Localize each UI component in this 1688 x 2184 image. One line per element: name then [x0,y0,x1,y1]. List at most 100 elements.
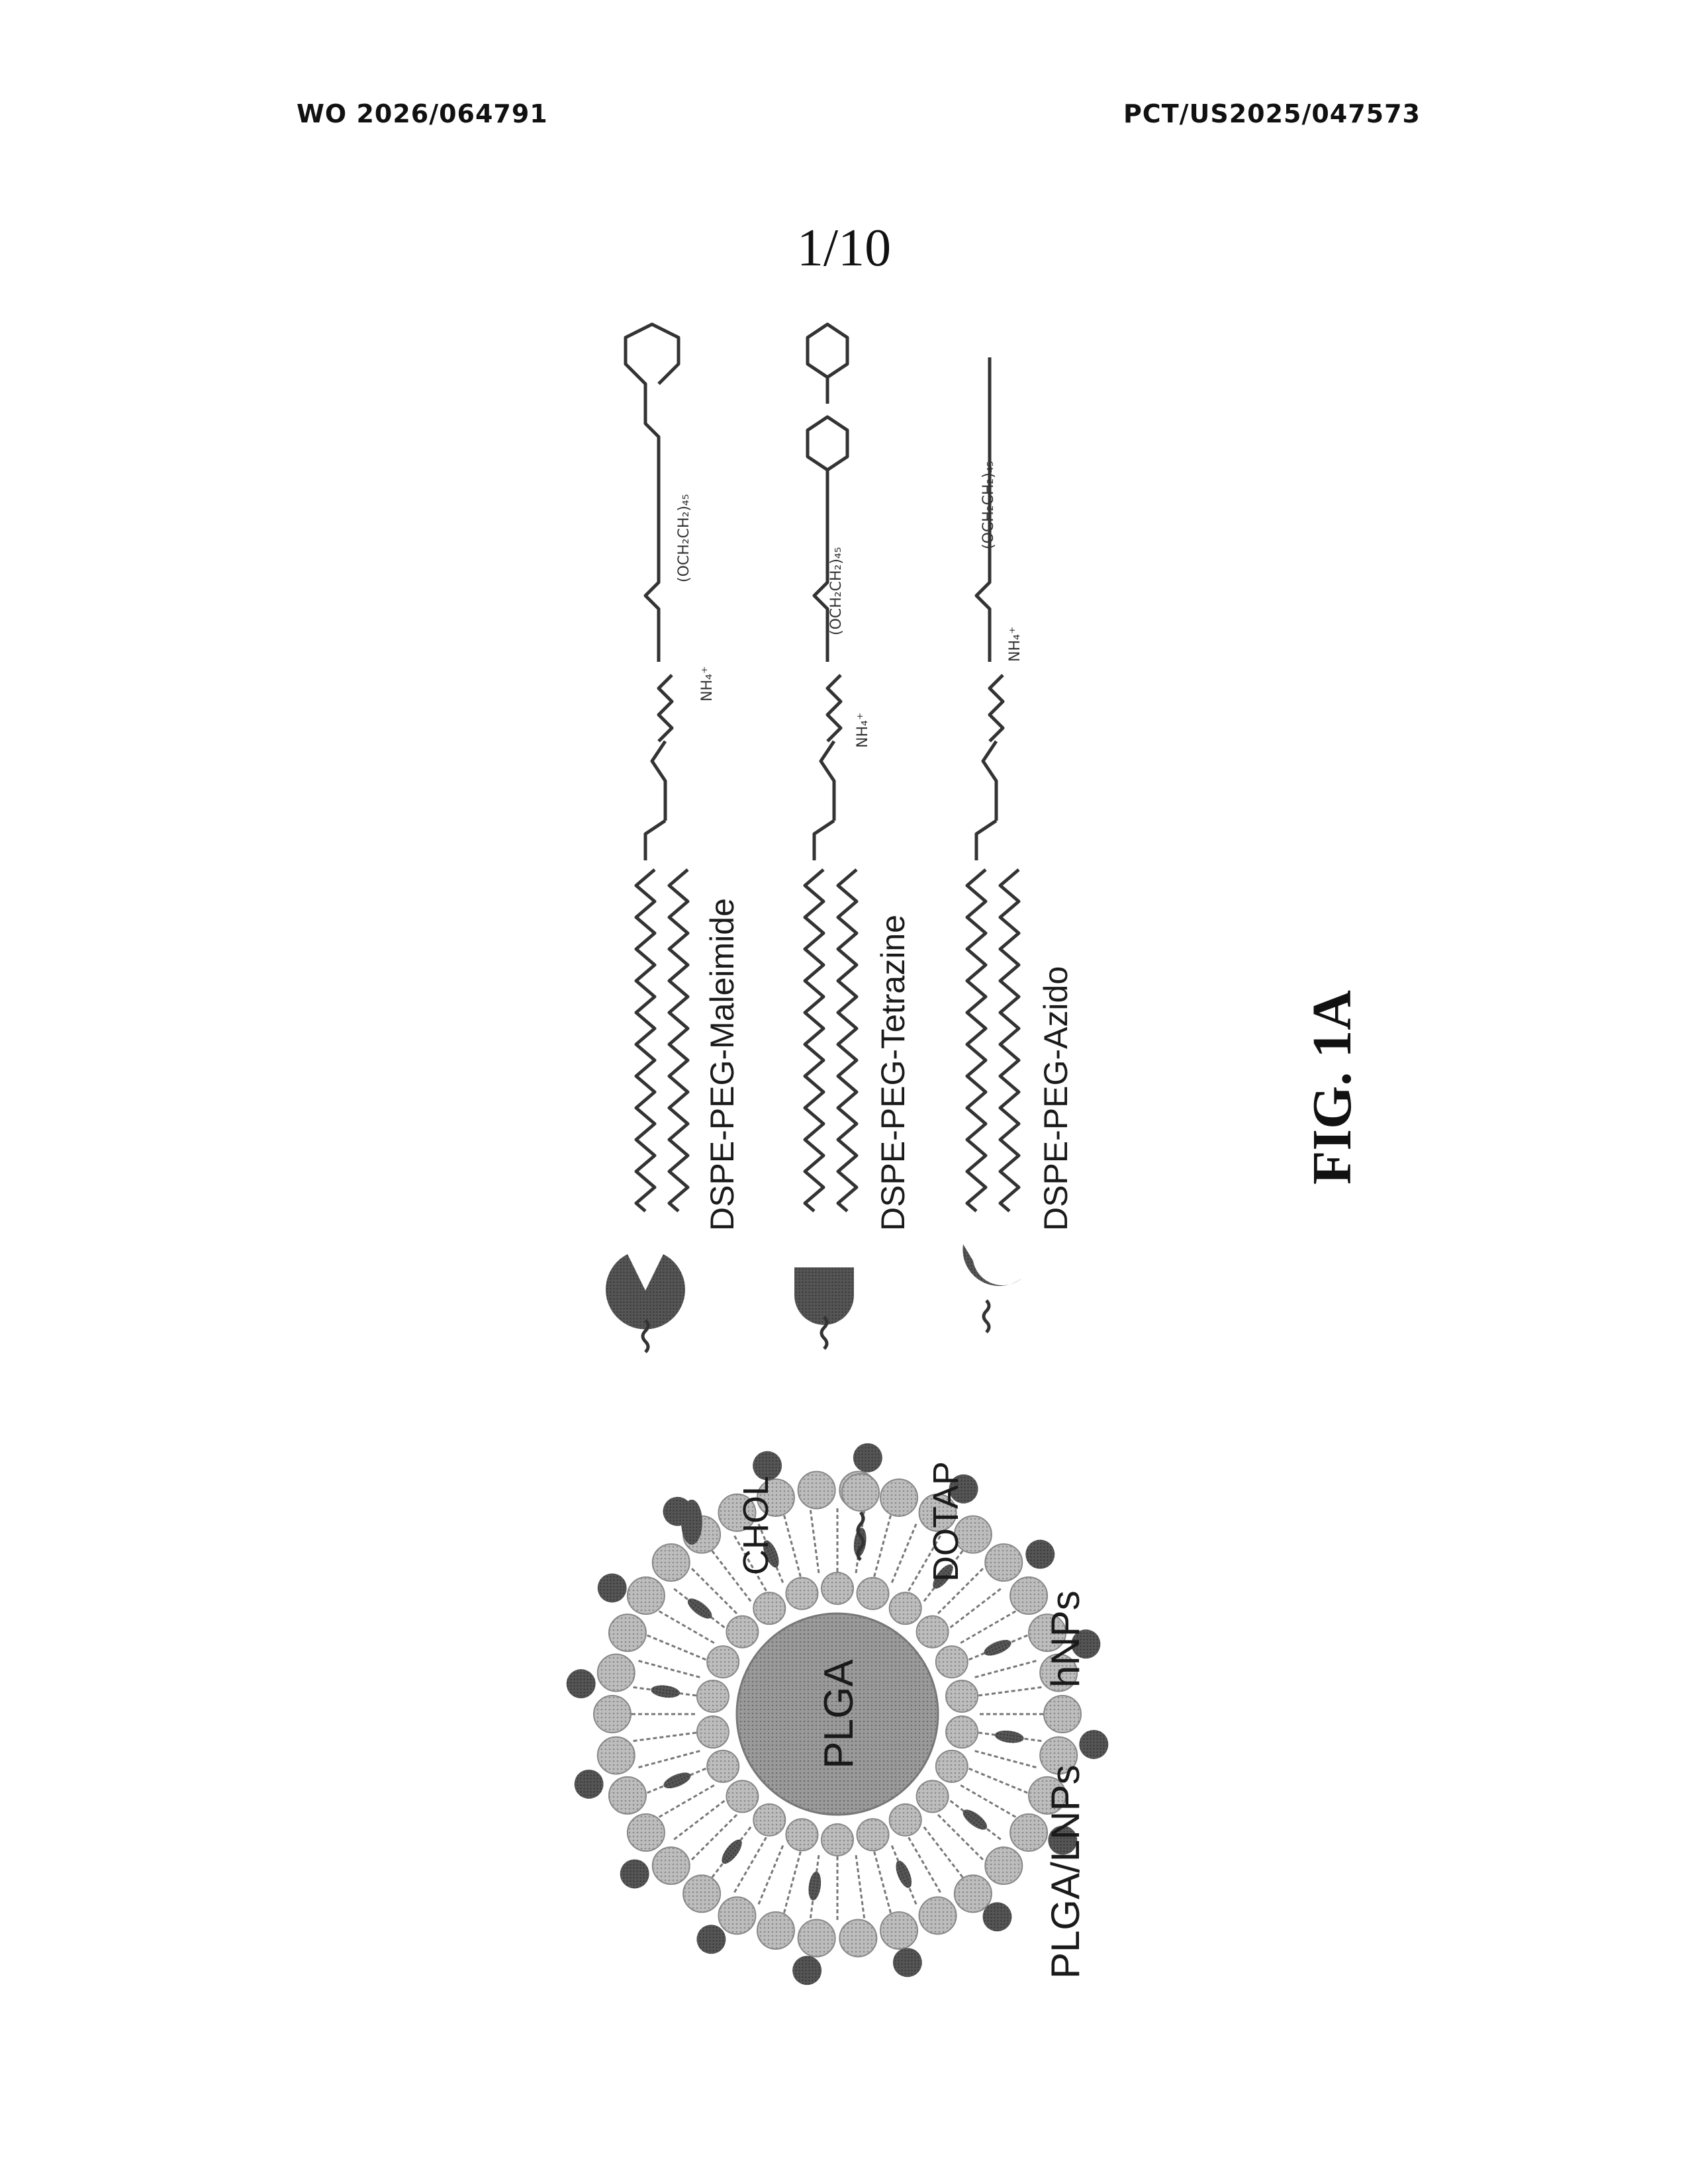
cholesterol [718,1837,745,1867]
lipid-tail [647,1635,706,1660]
ligand-icons [606,1244,1023,1352]
lipid-tail [784,1515,800,1577]
outer-head [653,1544,690,1581]
lipid-tail [975,1751,1037,1768]
nanoparticle-diagram: PLGA PLGA/LNPs hNPs [567,1443,1109,1985]
ammonium-label-azido: NH₄⁺ [1007,627,1023,662]
inner-head [707,1751,739,1782]
inner-head [857,1819,889,1850]
glycerol-backbone [983,741,996,821]
phosphate-linker [990,675,1003,741]
outer-head [919,1897,957,1934]
ester-bond [645,821,665,860]
outer-head [628,1577,665,1614]
inner-head [697,1680,729,1712]
dotap-head-symbol [842,1474,879,1511]
fatty-acid-chain [967,870,986,1211]
peg-label-azido: (OCH₂CH₂)₄₅ [980,461,997,549]
inner-head [786,1578,818,1610]
inner-head [946,1716,978,1748]
tetrazine-icon [794,1267,854,1325]
peg-label-tetrazine: (OCH₂CH₂)₄₅ [828,547,845,635]
cholesterol [684,1595,715,1622]
phosphate-linker [659,675,672,741]
glycerol-backbone [821,741,834,821]
cholesterol [893,1858,915,1890]
maleimide-icon [606,1254,685,1330]
lipid-tail [978,1687,1042,1696]
ester-bond [976,821,996,860]
cholesterol [807,1871,823,1901]
inner-head [917,1780,949,1812]
outer-head [880,1479,917,1516]
outer-head [757,1912,794,1949]
inner-head [936,1646,968,1678]
lipid-tail [969,1768,1029,1793]
outer-head [598,1655,635,1692]
inner-head [726,1780,758,1812]
fatty-acid-chain [1000,870,1019,1211]
inner-head [753,1804,785,1836]
inner-head [726,1616,758,1648]
inner-head [917,1616,949,1648]
phosphate-linker [827,675,841,741]
lipid-structures [626,324,1019,1211]
fatty-acid-chain [669,870,688,1211]
outer-head [683,1875,720,1912]
chol-symbol [681,1500,702,1545]
inner-head [786,1819,818,1850]
surface-ligand [982,1902,1011,1931]
inner-head [946,1680,978,1712]
lipid-tail [638,1751,700,1768]
surface-ligand [1025,1540,1055,1569]
surface-ligand [853,1443,882,1473]
inner-head [821,1824,853,1856]
outer-head [985,1847,1022,1884]
plga-core-label: PLGA [816,1659,862,1769]
plga-lnps-label: PLGA/LNPs [1043,1765,1088,1979]
outer-head [653,1847,690,1884]
inner-head [890,1804,921,1836]
tetrazine-group [808,324,847,490]
inner-head [821,1572,853,1604]
dotap-label: DOTAP [926,1461,966,1582]
outer-head [609,1614,646,1651]
ammonium-label-maleimide: NH₄⁺ [699,666,716,702]
lipid-tail [961,1611,1016,1643]
lipid-label-tetrazine: DSPE-PEG-Tetrazine [874,915,912,1231]
outer-head [598,1737,635,1774]
lipid-label-maleimide: DSPE-PEG-Maleimide [704,898,741,1231]
ester-bond [814,821,834,860]
lipid-tail [975,1661,1037,1677]
cholesterol [661,1770,693,1792]
outer-head [718,1897,755,1934]
maleimide-group [626,324,679,490]
surface-ligand [567,1669,596,1698]
cholesterol [994,1729,1025,1745]
surface-ligand [575,1770,604,1799]
cholesterol [960,1806,990,1833]
outer-head [628,1814,665,1851]
lipid-tail [909,1837,941,1893]
lipid-tail [892,1524,916,1583]
peg-chain [814,490,827,662]
outer-head [798,1471,835,1508]
cholesterol [852,1527,868,1557]
outer-head [798,1920,835,1957]
figure-caption: FIG. 1A [1301,990,1363,1185]
outer-head [594,1696,631,1733]
ammonium-label-tetrazine: NH₄⁺ [855,713,871,748]
fatty-acid-chain [805,870,823,1211]
outer-head [955,1875,992,1912]
inner-head [936,1751,968,1782]
lipid-tail [633,1733,696,1741]
lipid-tail [659,1786,714,1818]
fatty-acid-chain [838,870,857,1211]
cholesterol [982,1637,1013,1659]
outer-head [1044,1696,1081,1733]
lipid-tail [810,1510,819,1573]
outer-head [609,1777,646,1814]
outer-head [839,1920,876,1957]
lipid-tail [874,1852,891,1914]
